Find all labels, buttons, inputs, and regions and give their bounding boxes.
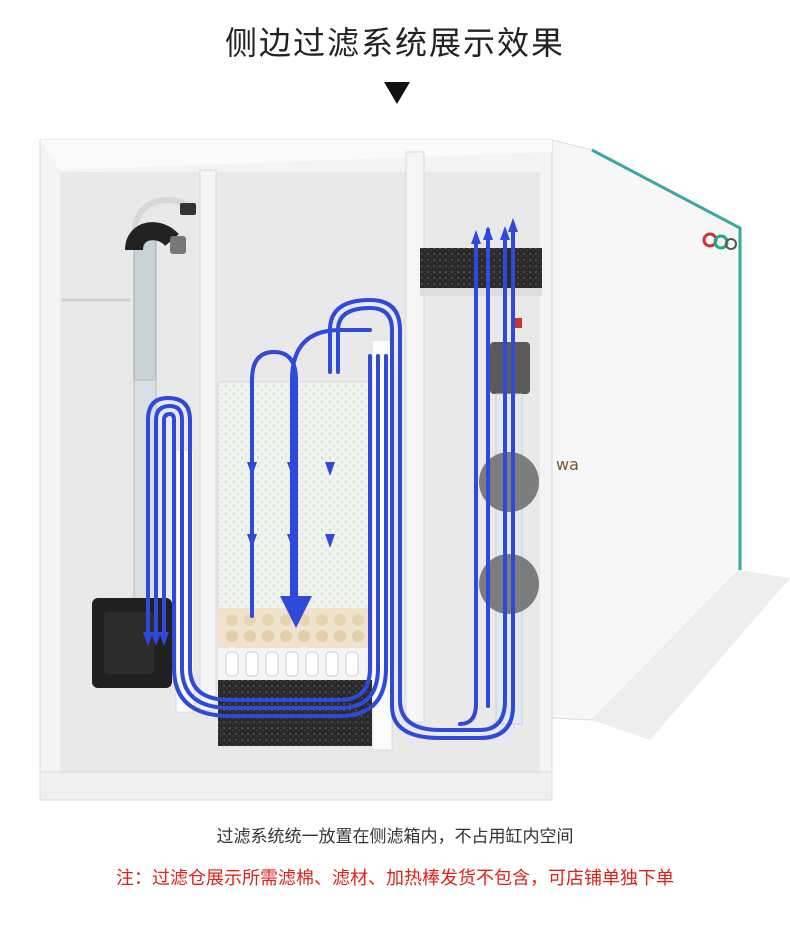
caption-text: 过滤系统统一放置在侧滤箱内，不占用缸内空间	[216, 827, 574, 847]
water-flow-arrows	[146, 228, 515, 740]
down-arrow-icon	[384, 82, 410, 104]
shipping-note: 注：过滤仓展示所需滤棉、滤材、加热棒发货不包含，可店铺单独下单	[116, 868, 674, 889]
heater	[479, 318, 539, 725]
flow-arrowheads	[143, 218, 518, 646]
tank-badge-icons	[702, 232, 737, 250]
return-pump	[92, 197, 197, 688]
page-title: 侧边过滤系统展示效果	[224, 24, 565, 62]
logo-text: wa	[556, 455, 579, 474]
glass-tank: wa	[551, 139, 790, 740]
top-filter-pad	[420, 248, 542, 290]
